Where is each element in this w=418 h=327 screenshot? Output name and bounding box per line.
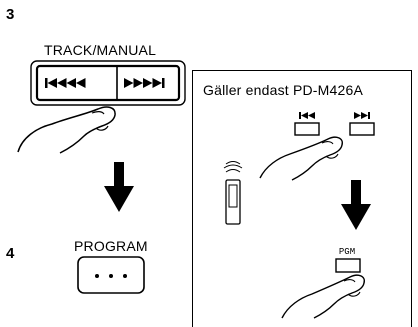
remote-control-icon — [223, 161, 243, 225]
remote-skip-forward-icon[interactable] — [349, 112, 375, 136]
pressing-hand-icon-pgm — [281, 274, 365, 319]
program-button[interactable] — [77, 256, 145, 294]
skip-forward-icon[interactable] — [124, 78, 165, 88]
down-arrow-icon-remote — [341, 180, 371, 230]
step-number-4: 4 — [6, 245, 15, 262]
remote-skip-buttons — [294, 112, 375, 136]
remote-control-panel — [192, 70, 412, 327]
pressing-hand-icon-remote — [259, 136, 343, 181]
track-button-pair — [30, 60, 186, 106]
step-number-3: 3 — [6, 6, 15, 23]
track-manual-label: TRACK/MANUAL — [44, 42, 157, 58]
skip-back-icon[interactable] — [45, 78, 86, 88]
pressing-hand-icon — [17, 106, 116, 154]
pgm-label: PGM — [338, 247, 356, 257]
program-label: PROGRAM — [74, 238, 148, 254]
remote-skip-back-icon[interactable] — [294, 112, 320, 136]
pgm-button[interactable] — [335, 258, 361, 274]
down-arrow-icon — [104, 162, 134, 212]
panel-title: Gäller endast PD-M426A — [203, 82, 364, 98]
